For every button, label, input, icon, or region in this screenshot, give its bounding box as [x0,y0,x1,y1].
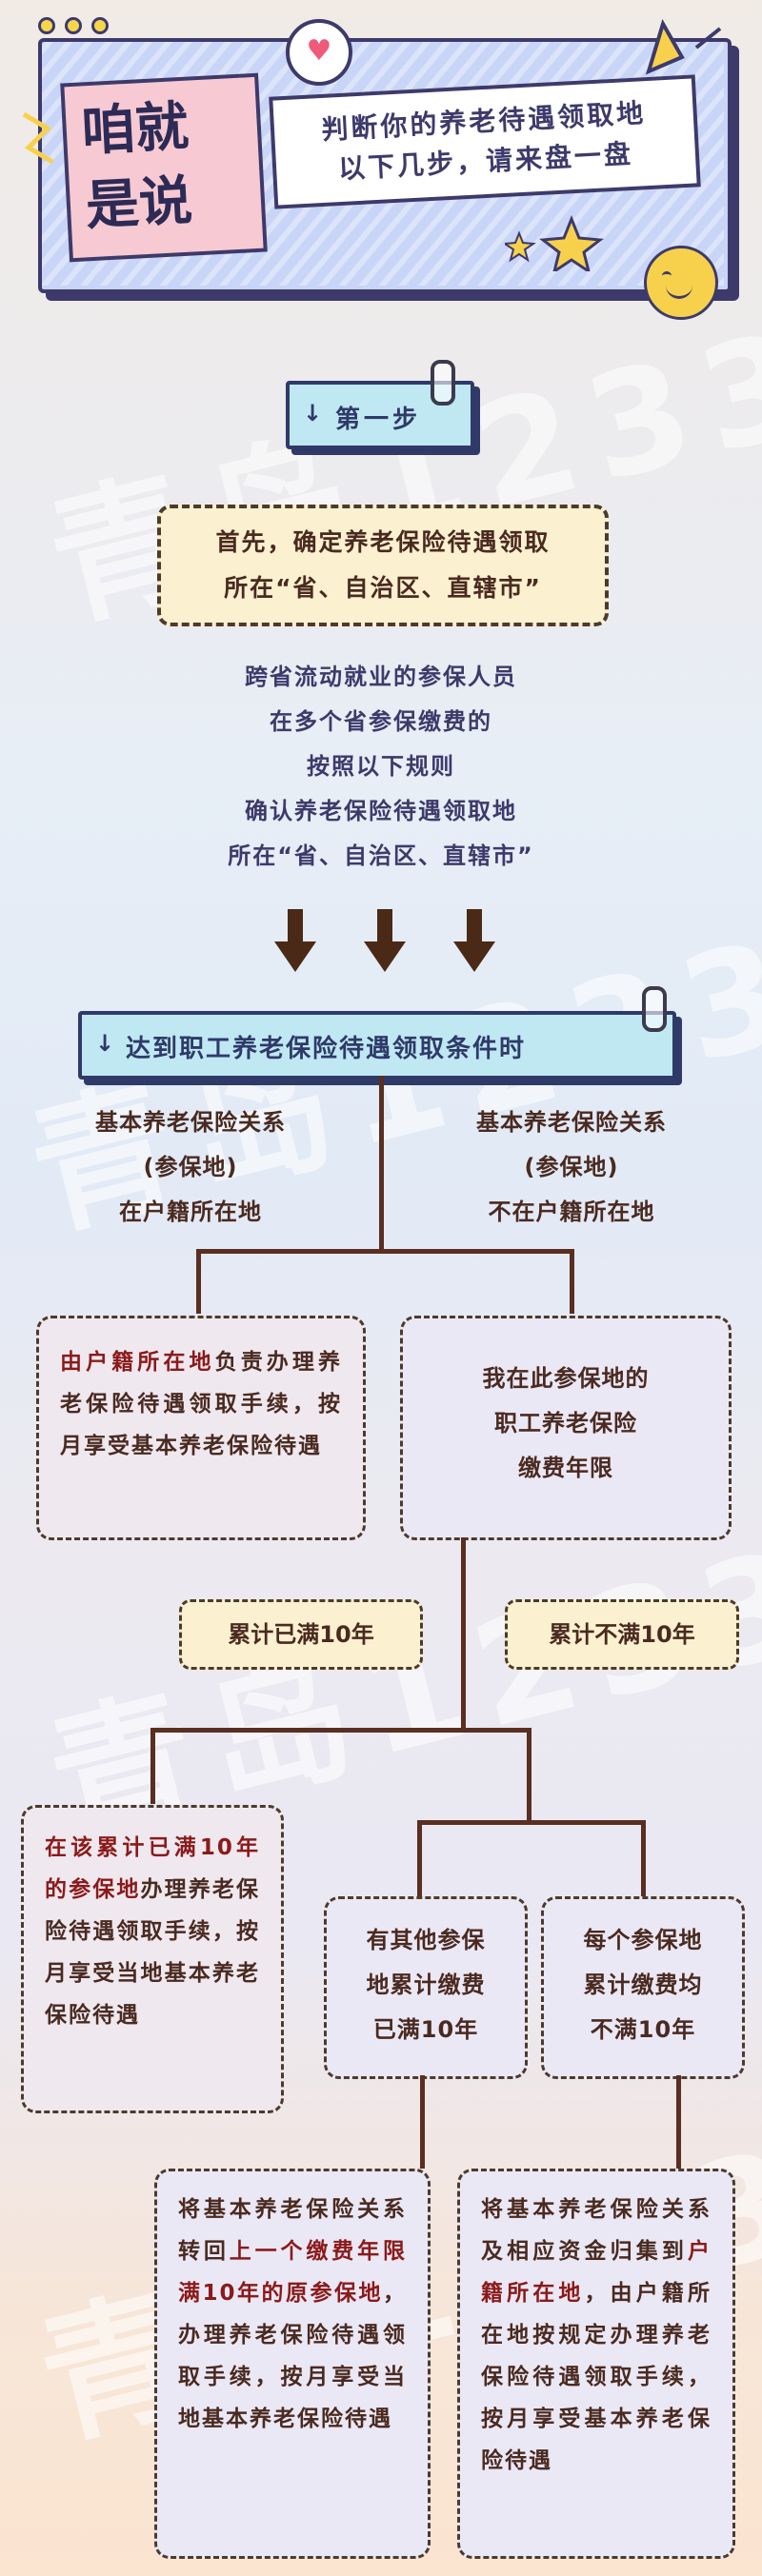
dot-icon [65,17,82,34]
header-badge-line2: 是说 [84,169,194,238]
connector-line [379,1076,384,1252]
each-location-box: 每个参保地累计缴费均不满10年 [541,1896,745,2079]
arrow-down-icon [274,909,316,972]
connector-line [420,2075,425,2169]
rules-text: 跨省流动就业的参保人员 在多个省参保缴费的 按照以下规则 确认养老保险待遇领取地… [143,655,619,879]
connector-line [417,1820,422,1896]
dot-icon [38,17,55,34]
condition-label: ↓ 达到职工养老保险待遇领取条件时 [78,1011,676,1080]
rules-line1: 跨省流动就业的参保人员 [245,664,517,690]
final-left-box: 将基本养老保险关系转回上一个缴费年限满10年的原参保地，办理养老保险待遇领取手续… [154,2169,431,2559]
branch-right-text: 基本养老保险关系 (参保地) 不在户籍所在地 [419,1100,724,1235]
rules-line4: 确认养老保险待遇领取地 [245,798,517,824]
outcome-household-text: 由户籍所在地负责办理养老保险待遇领取手续，按月享受基本养老保险待遇 [60,1350,343,1458]
branch-left-line1: 基本养老保险关系 [95,1109,286,1136]
contribution-years-text: 我在此参保地的职工养老保险缴费年限 [482,1365,650,1481]
connector-line [527,1728,531,1823]
connector-line [196,1249,201,1314]
paperclip-icon [431,360,455,406]
connector-line [150,1728,531,1733]
arrow-down-icon [364,909,406,972]
sparkle-icon [645,19,722,75]
connector-line [461,1537,466,1733]
each-location-text: 每个参保地累计缴费均不满10年 [583,1927,703,2043]
connector-line [196,1249,574,1254]
bolt-icon [22,111,54,165]
intro-line2: 所在“省、自治区、直辖市” [224,574,542,602]
step-one-text: 第一步 [335,406,422,434]
paperclip-icon [642,986,667,1032]
condition-text: 达到职工养老保险待遇领取条件时 [126,1035,527,1063]
connector-line [150,1728,155,1804]
connector-line [570,1249,574,1314]
pill-full: 累计已满10年 [179,1599,423,1670]
rules-line2: 在多个省参保缴费的 [270,708,492,735]
connector-line [676,2075,681,2169]
header-badge-line1: 咱就 [80,95,190,164]
final-right-text: 将基本养老保险关系及相应资金归集到户籍所在地，由户籍所在地按规定办理养老保险待遇… [481,2197,712,2473]
rules-line5: 所在“省、自治区、直辖市” [228,842,534,869]
other-location-text: 有其他参保地累计缴费已满10年 [366,1927,486,2043]
arrow-down-icon: ↓ [95,1030,115,1057]
connector-line [641,1820,646,1896]
outcome-full-box: 在该累计已满10年的参保地办理养老保险待遇领取手续，按月享受当地基本养老保险待遇 [21,1805,284,2113]
final-right-box: 将基本养老保险关系及相应资金归集到户籍所在地，由户籍所在地按规定办理养老保险待遇… [457,2169,735,2559]
arrow-down-icon [453,909,495,972]
dot-icon [91,17,109,34]
contribution-years-box: 我在此参保地的职工养老保险缴费年限 [400,1316,732,1540]
final-left-text: 将基本养老保险关系转回上一个缴费年限满10年的原参保地，办理养老保险待遇领取手续… [178,2197,407,2431]
window-dots [38,17,118,38]
branch-left-line3: 在户籍所在地 [119,1199,262,1225]
other-location-box: 有其他参保地累计缴费已满10年 [324,1896,528,2079]
rules-line3: 按照以下规则 [307,753,455,780]
header-subtitle: 判断你的养老待遇领取地 以下几步，请来盘一盘 [269,74,701,209]
branch-right-line3: 不在户籍所在地 [488,1199,655,1225]
branch-left-line2: (参保地) [143,1154,238,1180]
outcome-household-box: 由户籍所在地负责办理养老保险待遇领取手续，按月享受基本养老保险待遇 [36,1316,366,1540]
intro-box: 首先，确定养老保险待遇领取 所在“省、自治区、直辖市” [157,505,609,626]
connector-line [417,1820,646,1825]
arrow-down-icon: ↓ [303,400,323,426]
pill-not-full: 累计不满10年 [505,1599,739,1670]
branch-left-text: 基本养老保险关系 (参保地) 在户籍所在地 [38,1100,343,1235]
header-badge: 咱就 是说 [60,72,268,263]
outcome-full-text: 在该累计已满10年的参保地办理养老保险待遇领取手续，按月享受当地基本养老保险待遇 [45,1835,260,2028]
star-icon [505,214,604,271]
intro-line1: 首先，确定养老保险待遇领取 [215,528,551,556]
branch-right-line1: 基本养老保险关系 [476,1109,667,1136]
branch-right-line2: (参保地) [524,1154,619,1180]
smiley-icon [644,246,718,320]
heart-icon: ♥ [286,19,352,86]
